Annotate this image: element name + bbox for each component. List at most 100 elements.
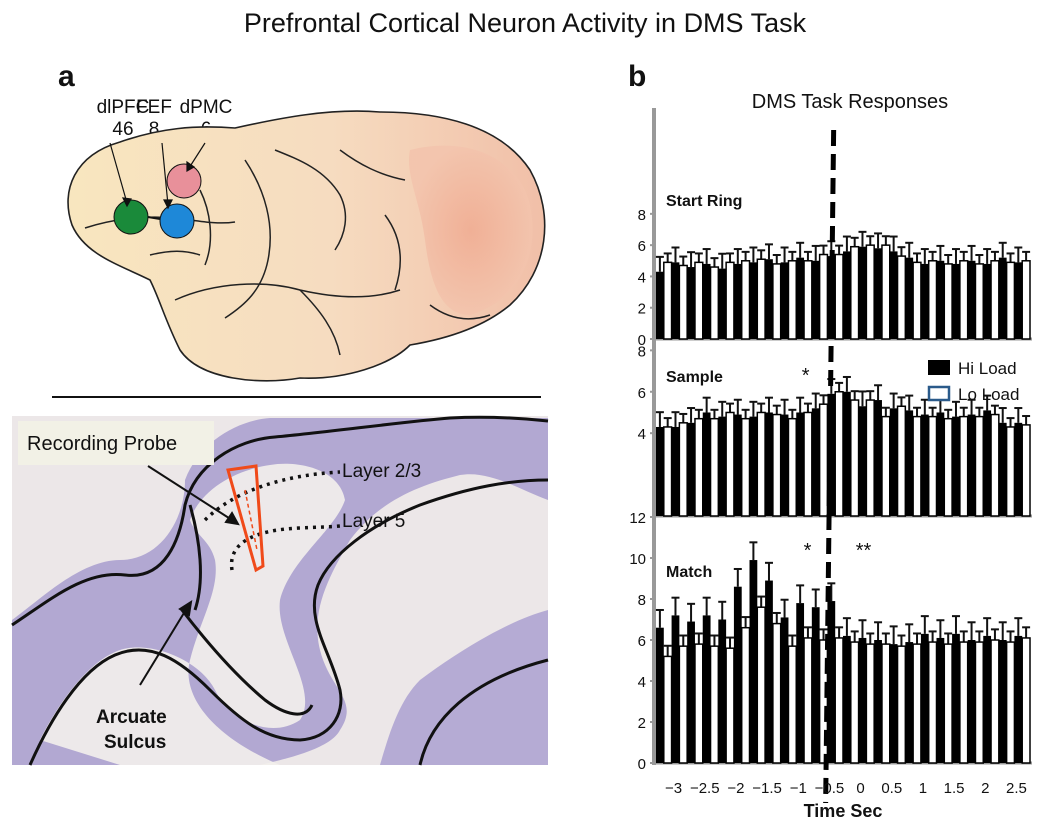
- bar-lo-load: [943, 263, 953, 340]
- bar-hi-load: [936, 412, 945, 516]
- bar-hi-load: [889, 251, 898, 339]
- bar-hi-load: [749, 416, 758, 516]
- x-tick-label: −2: [727, 780, 744, 797]
- bar-hi-load: [858, 406, 867, 516]
- bar-hi-load: [749, 262, 758, 339]
- bar-lo-load: [850, 399, 860, 517]
- bar-hi-load: [889, 408, 898, 516]
- bar-lo-load: [678, 264, 688, 340]
- sulcus-label-line2: Sulcus: [104, 732, 166, 753]
- y-tick-label: 0: [638, 756, 646, 773]
- bar-lo-load: [663, 426, 673, 517]
- cortical-section: [11, 415, 549, 766]
- bar-hi-load: [796, 257, 805, 339]
- y-tick-label: 8: [638, 343, 646, 360]
- y-tick-label: 4: [638, 269, 646, 286]
- y-tick-label: 6: [638, 238, 646, 255]
- fef-area-marker: [159, 203, 195, 239]
- bar-lo-load: [912, 643, 922, 764]
- bar-lo-load: [927, 260, 938, 340]
- bar-hi-load: [936, 637, 945, 763]
- bar-lo-load: [865, 244, 875, 340]
- bar-lo-load: [663, 655, 673, 764]
- bar-lo-load: [834, 391, 844, 517]
- bar-lo-load: [959, 260, 969, 340]
- bar-lo-load: [663, 261, 673, 340]
- panel-b-title: DMS Task Responses: [751, 91, 949, 113]
- occipital-shading: [408, 145, 533, 315]
- bar-hi-load: [843, 635, 851, 763]
- legend-swatch-lo: [927, 385, 951, 402]
- y-tick-label: 6: [638, 385, 646, 402]
- bar-lo-load: [865, 399, 875, 517]
- bar-hi-load: [765, 580, 773, 763]
- x-tick-label: −1: [790, 780, 807, 797]
- bar-lo-load: [943, 643, 953, 764]
- bar-hi-load: [843, 391, 851, 516]
- area-label-fef: FEF 8: [134, 97, 174, 141]
- bar-lo-load: [974, 263, 985, 340]
- bar-hi-load: [656, 426, 664, 516]
- bar-lo-load: [1021, 260, 1031, 340]
- bar-lo-load: [694, 261, 704, 340]
- area-number-fef: 8: [148, 119, 160, 140]
- bar-lo-load: [1021, 424, 1031, 517]
- bar-hi-load: [858, 246, 867, 339]
- bar-lo-load: [772, 622, 782, 764]
- area-connector: [147, 216, 161, 220]
- bar-hi-load: [718, 268, 727, 339]
- bar-lo-load: [772, 413, 782, 517]
- bar-hi-load: [811, 260, 820, 339]
- y-tick-label: 4: [638, 674, 646, 691]
- bar-hi-load: [671, 262, 680, 339]
- y-tick-label: 8: [638, 207, 646, 224]
- bar-lo-load: [912, 261, 922, 340]
- bar-hi-load: [827, 601, 836, 763]
- panel-a-letter: a: [58, 60, 75, 93]
- bar-hi-load: [936, 260, 945, 339]
- bar-hi-load: [718, 619, 727, 763]
- bar-hi-load: [983, 635, 992, 763]
- bar-lo-load: [881, 244, 891, 340]
- bar-lo-load: [756, 411, 766, 517]
- bar-hi-load: [967, 260, 976, 339]
- x-tick-label: 1: [919, 780, 927, 797]
- bar-lo-load: [818, 403, 829, 517]
- bar-hi-load: [827, 256, 836, 339]
- panel-label: Match: [666, 564, 712, 581]
- bar-hi-load: [796, 412, 805, 516]
- dlpfc-area-marker: [113, 199, 149, 235]
- layer-5-label: Layer 5: [342, 511, 405, 532]
- bar-lo-load: [1005, 426, 1016, 517]
- bar-lo-load: [912, 415, 922, 517]
- x-tick-label: 0: [856, 780, 864, 797]
- x-tick-label: 1.5: [944, 780, 965, 797]
- bar-hi-load: [656, 627, 664, 763]
- x-tick-label: −1.5: [752, 780, 782, 797]
- x-axis-label: Time Sec: [804, 801, 883, 821]
- recording-probe-label: Recording Probe: [27, 433, 177, 455]
- bar-hi-load: [749, 560, 758, 763]
- bar-lo-load: [740, 260, 751, 340]
- sulcus-arrow: [139, 599, 193, 686]
- layer-2-3-label: Layer 2/3: [342, 461, 421, 482]
- bar-lo-load: [850, 641, 860, 764]
- bar-hi-load: [796, 603, 805, 763]
- x-tick-label: 0.5: [881, 780, 902, 797]
- event-dashed-line: [823, 129, 837, 804]
- area-number-dlpfc: 46: [112, 119, 134, 140]
- bar-lo-load: [1021, 637, 1031, 764]
- bar-lo-load: [881, 643, 891, 764]
- bar-hi-load: [920, 633, 929, 763]
- bar-lo-load: [803, 260, 813, 340]
- bar-lo-load: [709, 266, 720, 340]
- y-tick-label: 0: [638, 332, 646, 349]
- bar-lo-load: [927, 415, 938, 517]
- bar-hi-load: [702, 615, 711, 763]
- bar-hi-load: [687, 267, 695, 339]
- bar-lo-load: [927, 641, 938, 764]
- bar-hi-load: [780, 414, 789, 516]
- bar-hi-load: [671, 615, 680, 763]
- x-tick-label: −0.5: [815, 780, 845, 797]
